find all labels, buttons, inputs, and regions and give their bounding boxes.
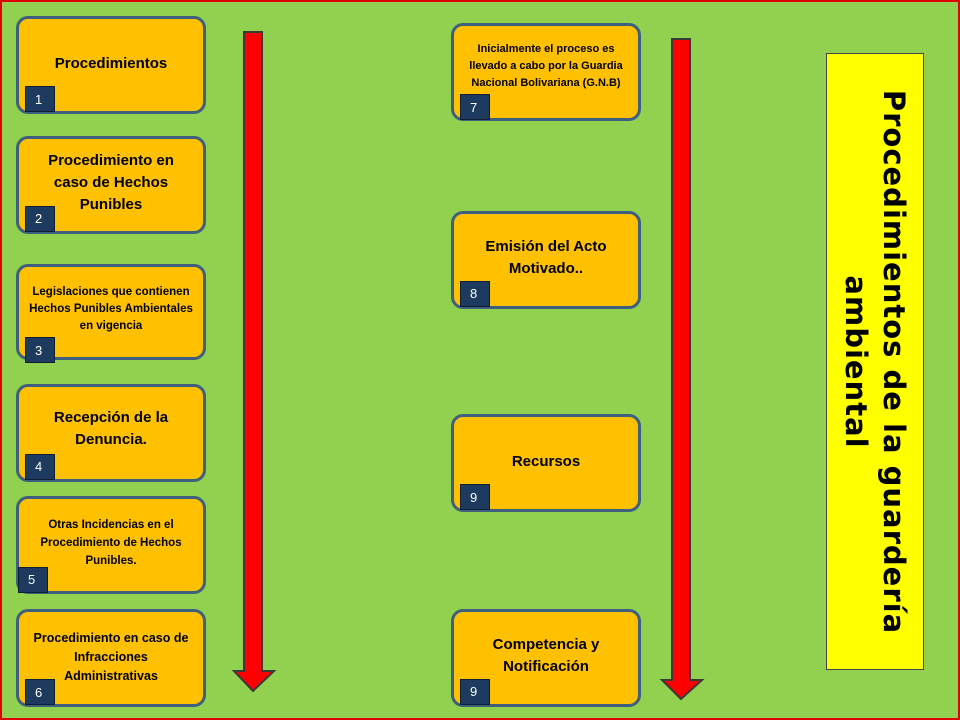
box-number-tag: 6 <box>25 679 55 705</box>
box-procedimientos[interactable]: Procedimientos 1 <box>16 16 206 114</box>
box-number-tag: 1 <box>25 86 55 112</box>
box-label: Inicialmente el proceso es llevado a cab… <box>469 42 623 89</box>
box-number-tag: 2 <box>25 206 55 232</box>
title-panel: Procedimientos de la guardería ambiental <box>826 53 924 670</box>
box-number-tag: 4 <box>25 454 55 480</box>
box-otras-incidencias[interactable]: Otras Incidencias en el Procedimiento de… <box>16 496 206 594</box>
box-label: Recursos <box>511 452 581 470</box>
box-competencia-notificacion[interactable]: Competencia y Notificación 9 <box>451 609 641 707</box>
slide-title: Procedimientos de la guardería ambiental <box>839 89 911 634</box>
box-procedimiento-hechos-punibles[interactable]: Procedimiento en caso de Hechos Punibles… <box>16 136 206 234</box>
box-guardia-nacional[interactable]: Inicialmente el proceso es llevado a cab… <box>451 23 641 121</box>
box-legislaciones[interactable]: Legislaciones que contienen Hechos Punib… <box>16 264 206 363</box>
box-number-tag: 7 <box>460 94 490 120</box>
box-number-tag: 9 <box>460 484 490 510</box>
box-infracciones-administrativas[interactable]: Procedimiento en caso de Infracciones Ad… <box>16 609 206 707</box>
box-label: Competencia y Notificación <box>492 636 600 675</box>
box-label: Procedimiento en caso de Hechos Punibles <box>48 152 174 213</box>
box-recepcion-denuncia[interactable]: Recepción de la Denuncia. 4 <box>16 384 206 482</box>
box-number-tag: 9 <box>460 679 490 705</box>
box-label: Recepción de la Denuncia. <box>53 409 169 448</box>
box-number-tag: 8 <box>460 281 490 307</box>
box-label: Legislaciones que contienen Hechos Punib… <box>29 285 193 332</box>
box-label: Otras Incidencias en el Procedimiento de… <box>40 519 182 567</box>
box-recursos[interactable]: Recursos 9 <box>451 414 641 512</box>
down-arrow-left <box>231 31 277 693</box>
box-number-tag: 5 <box>18 567 48 593</box>
box-number-tag: 3 <box>25 337 55 363</box>
down-arrow-right <box>659 38 705 701</box>
box-label: Procedimientos <box>54 54 168 72</box>
box-label: Procedimiento en caso de Infracciones Ad… <box>33 630 189 683</box>
box-acto-motivado[interactable]: Emisión del Acto Motivado.. 8 <box>451 211 641 309</box>
box-label: Emisión del Acto Motivado.. <box>485 238 607 277</box>
